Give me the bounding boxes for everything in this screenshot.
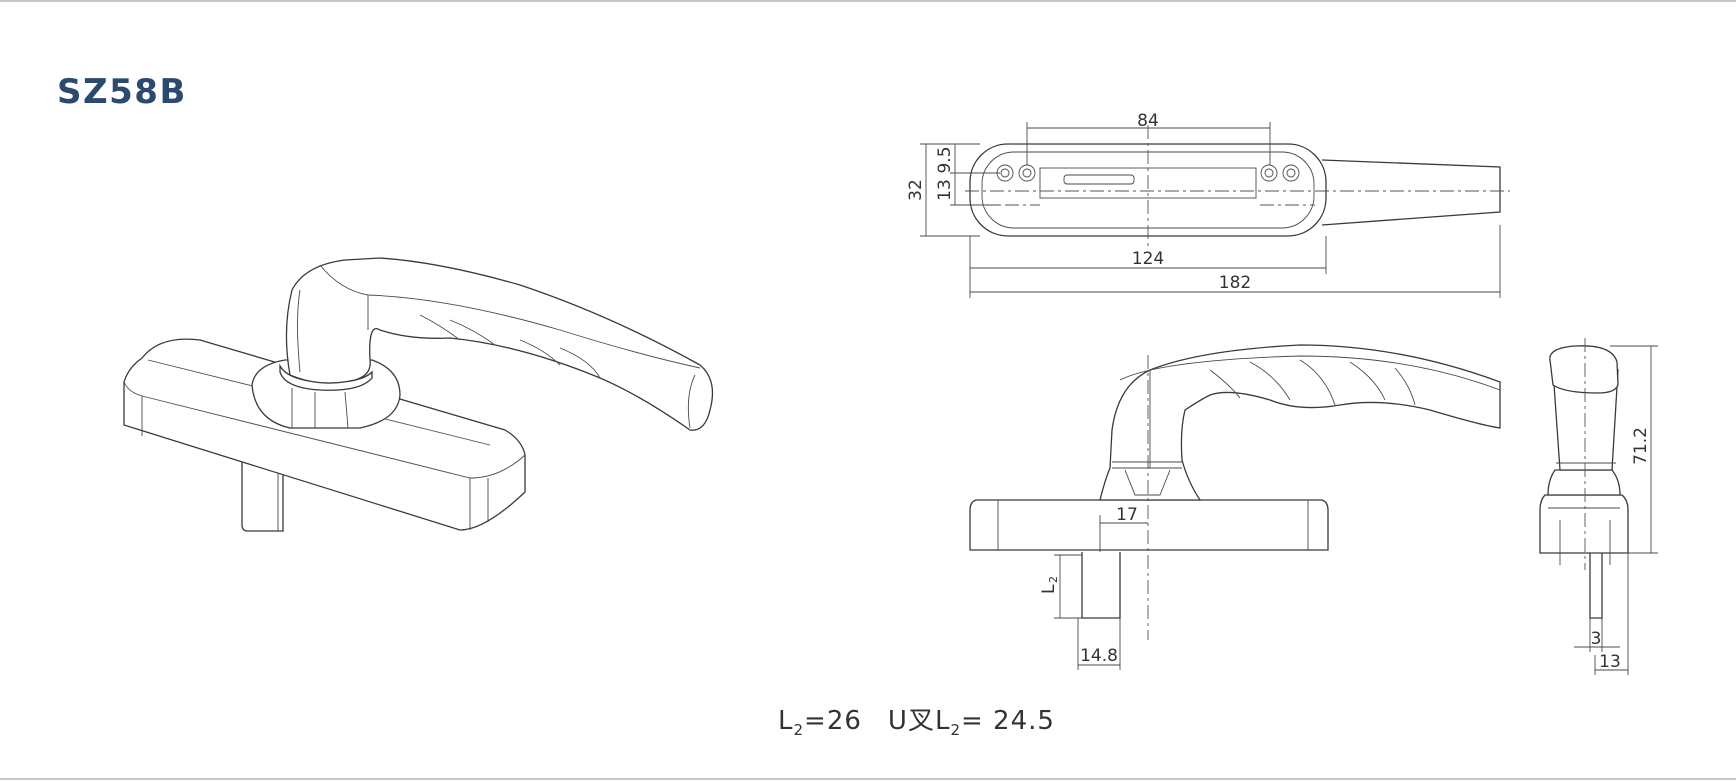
dim-124: 124 bbox=[1132, 249, 1164, 269]
top-rule bbox=[0, 0, 1736, 2]
front-base bbox=[969, 499, 1329, 551]
iso-base-plate bbox=[123, 338, 526, 531]
formula-a-value: =26 bbox=[804, 706, 862, 736]
side-collar bbox=[1547, 469, 1621, 496]
side-spindle bbox=[1589, 550, 1603, 619]
top-view: 84 124 182 32 9.5 13 bbox=[906, 111, 1510, 298]
side-view: 71.2 3 13 bbox=[1539, 338, 1658, 675]
side-base bbox=[1539, 494, 1629, 554]
model-title: SZ58B bbox=[57, 72, 187, 112]
dim-13-side: 13 bbox=[1599, 652, 1621, 672]
dim-71-2: 71.2 bbox=[1631, 427, 1651, 465]
dim-32: 32 bbox=[906, 179, 926, 201]
formula-a-sub: 2 bbox=[793, 721, 805, 740]
dim-9-5: 9.5 bbox=[935, 146, 955, 173]
formula-b-prefix: U叉L bbox=[887, 706, 951, 736]
dim-84: 84 bbox=[1137, 111, 1159, 131]
dim-17: 17 bbox=[1116, 505, 1138, 525]
iso-lever bbox=[285, 257, 714, 431]
formula-b-sub: 2 bbox=[950, 721, 961, 740]
formula-a-symbol: L bbox=[778, 706, 794, 736]
dim-182: 182 bbox=[1219, 273, 1251, 293]
iso-spindle bbox=[241, 462, 284, 532]
formula-b-value: = 24.5 bbox=[961, 706, 1055, 736]
svg-text:L: L bbox=[1039, 584, 1059, 594]
top-lever-tail bbox=[1321, 159, 1501, 226]
front-spindle bbox=[1081, 552, 1121, 619]
dim-14-8: 14.8 bbox=[1080, 646, 1118, 666]
dim-l2: L 2 bbox=[1039, 576, 1060, 594]
front-view: 17 14.8 L 2 bbox=[969, 344, 1501, 670]
dim-3: 3 bbox=[1591, 629, 1602, 649]
dim-13-top: 13 bbox=[935, 179, 955, 201]
svg-text:2: 2 bbox=[1047, 576, 1060, 583]
side-grip bbox=[1549, 345, 1619, 394]
isometric-view bbox=[123, 257, 714, 532]
bottom-rule bbox=[0, 778, 1736, 780]
